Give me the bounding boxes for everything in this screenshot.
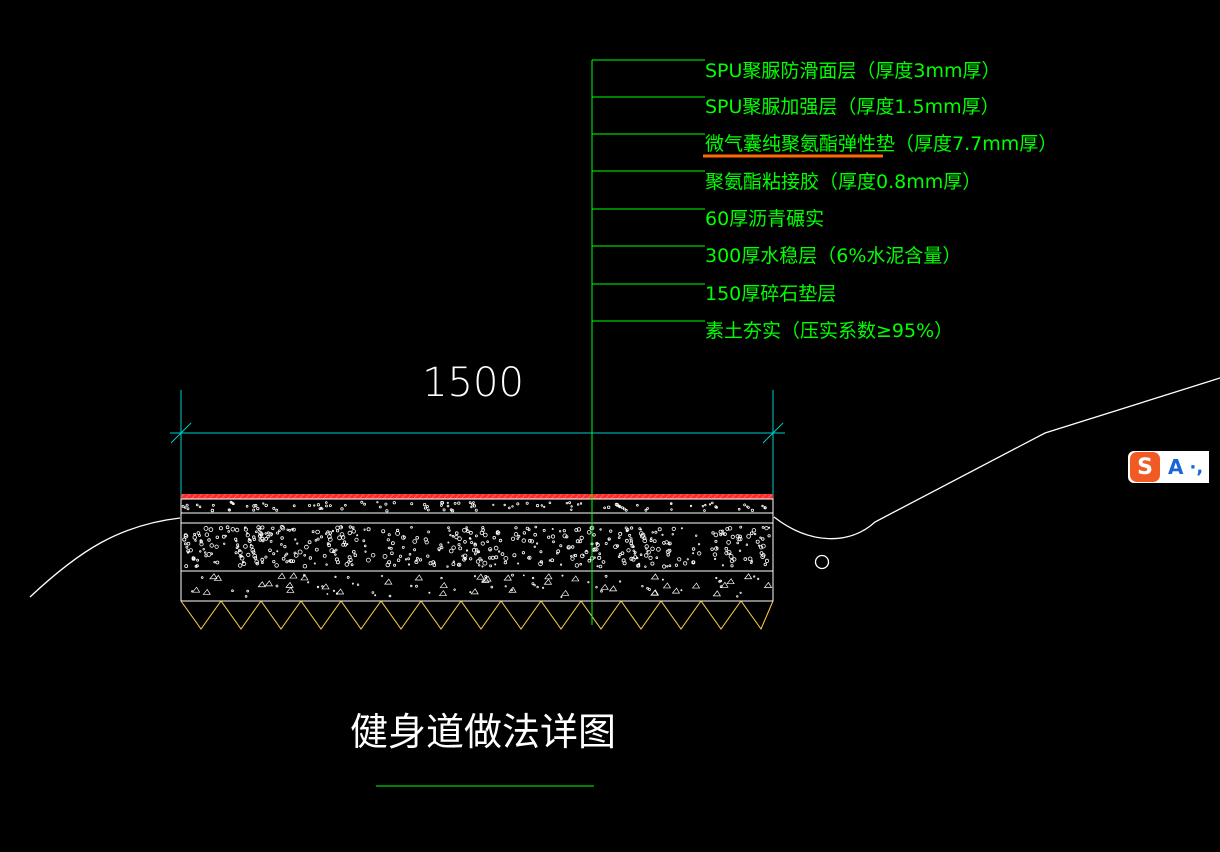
drain-pipe [814, 554, 830, 570]
aggregate-texture [181, 500, 773, 599]
dimension-1500: 1500 [170, 360, 785, 500]
ime-mode-toggle[interactable]: A [1168, 455, 1184, 479]
callout-gravel-layer: 150厚碎石垫层 [705, 283, 836, 305]
callout-soil-layer: 素土夯实（压实系数≥95%） [705, 320, 953, 342]
compacted-soil-hatch [180, 600, 774, 631]
pavement-section [180, 494, 774, 631]
drawing-title: 健身道做法详图 [350, 710, 616, 754]
layer-callouts: SPU聚脲防滑面层（厚度3mm厚） SPU聚脲加强层（厚度1.5mm厚） 微气囊… [705, 60, 1057, 342]
sogou-s-icon[interactable]: S [1130, 452, 1160, 482]
terrain-right-line [773, 377, 1220, 540]
callout-cement-layer: 300厚水稳层（6%水泥含量） [705, 245, 961, 267]
dimension-label: 1500 [422, 360, 524, 406]
terrain-left-line [29, 517, 181, 598]
callout-leaders [591, 59, 705, 625]
callout-surface-layer: SPU聚脲防滑面层（厚度3mm厚） [705, 60, 1001, 82]
callout-adhesive: 聚氨酯粘接胶（厚度0.8mm厚） [705, 171, 981, 193]
callout-asphalt: 60厚沥青碾实 [705, 208, 824, 230]
cement-stabilized-layer [180, 522, 774, 572]
callout-elastic-pad: 微气囊纯聚氨酯弹性垫（厚度7.7mm厚） [705, 133, 1057, 155]
ime-punctuation-toggle[interactable]: ·, [1189, 456, 1204, 478]
callout-reinforcement-layer: SPU聚脲加强层（厚度1.5mm厚） [705, 96, 1000, 118]
ime-toolbar[interactable]: S A ·, [1128, 451, 1210, 483]
